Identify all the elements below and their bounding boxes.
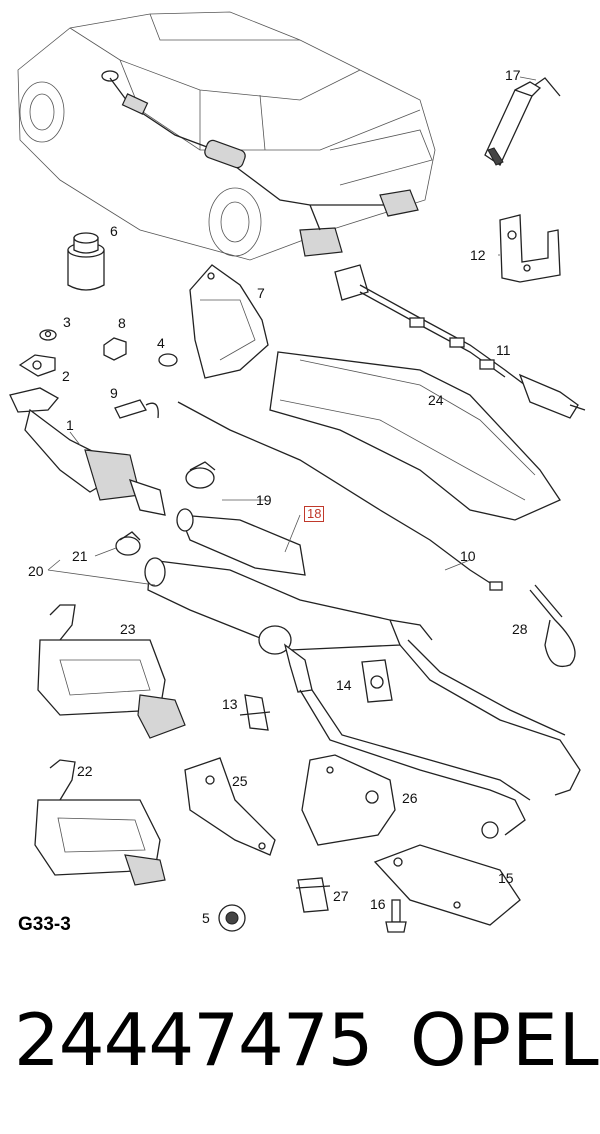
- callout-26: 26: [402, 790, 418, 806]
- heat-shield-24: [269, 351, 561, 521]
- sealant-jar: [67, 232, 105, 291]
- heat-shield-15: [373, 844, 521, 926]
- car-illustration: [17, 11, 436, 261]
- small-fasteners: [18, 329, 246, 932]
- bracket-12: [499, 214, 561, 283]
- exhaust-system-diagram: [9, 11, 586, 933]
- callout-5: 5: [202, 910, 210, 926]
- heat-shield-26: [301, 754, 396, 846]
- hanger-14: [361, 659, 393, 703]
- callout-21: 21: [72, 548, 88, 564]
- callout-9: 9: [110, 385, 118, 401]
- rear-muffler-23: [37, 604, 186, 739]
- wire-10: [177, 401, 503, 591]
- callout-10: 10: [460, 548, 476, 564]
- part-number: 24447475: [14, 998, 373, 1082]
- bolt-16: [385, 899, 407, 933]
- bracket-13: [239, 694, 271, 731]
- callout-27: 27: [333, 888, 349, 904]
- bracket-25: [184, 757, 276, 856]
- front-pipe-1: [9, 387, 166, 516]
- callout-18-highlighted[interactable]: 18: [304, 506, 325, 522]
- callout-17: 17: [505, 67, 521, 83]
- intermediate-pipe: [144, 508, 581, 839]
- clip-27: [295, 877, 331, 913]
- brand-name: OPEL: [410, 998, 600, 1082]
- callout-6: 6: [110, 223, 118, 239]
- callout-16: 16: [370, 896, 386, 912]
- wiring-connector-11: [334, 264, 586, 419]
- callout-15: 15: [498, 870, 514, 886]
- rear-muffler-22: [34, 759, 166, 886]
- callout-23: 23: [120, 621, 136, 637]
- callout-7: 7: [257, 285, 265, 301]
- figure-code: G33-3: [18, 914, 71, 935]
- callout-14: 14: [336, 677, 352, 693]
- callout-4: 4: [157, 335, 165, 351]
- callout-28: 28: [512, 621, 528, 637]
- callout-25: 25: [232, 773, 248, 789]
- callout-19: 19: [256, 492, 272, 508]
- callout-22: 22: [77, 763, 93, 779]
- clamps: [115, 461, 216, 556]
- callout-1: 1: [66, 417, 74, 433]
- callout-3: 3: [63, 314, 71, 330]
- callout-2: 2: [62, 368, 70, 384]
- callout-11: 11: [496, 342, 511, 358]
- leader-lines: [47, 76, 537, 586]
- oxygen-sensor-sleeve: [484, 77, 561, 166]
- heat-shield-7: [189, 264, 269, 379]
- callout-20: 20: [28, 563, 44, 579]
- callout-13: 13: [222, 696, 238, 712]
- sensor-9: [114, 399, 159, 419]
- cable-tie-28: [529, 584, 576, 668]
- callout-24: 24: [428, 392, 444, 408]
- callout-12: 12: [470, 247, 486, 263]
- callout-8: 8: [118, 315, 126, 331]
- exhaust-on-car: [101, 70, 419, 257]
